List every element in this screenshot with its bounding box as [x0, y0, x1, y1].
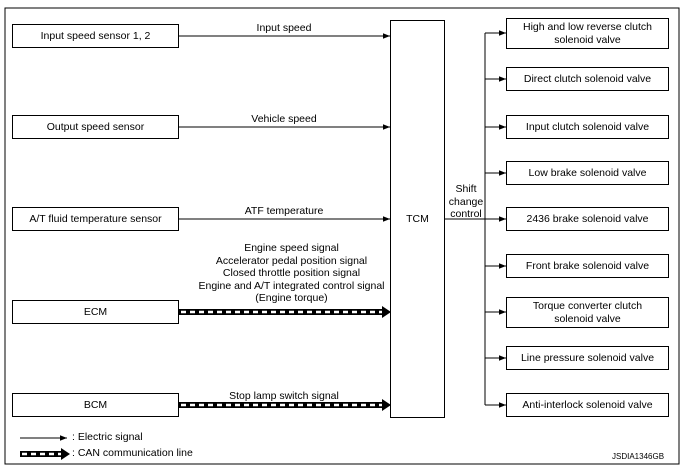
ecm-can-arrow — [179, 306, 391, 318]
shift-line-1: Shift — [455, 183, 477, 195]
front-brake-label: Front brake solenoid valve — [525, 259, 650, 272]
line-pressure-label: Line pressure solenoid valve — [520, 351, 655, 364]
legend-can-label: : CAN communication line — [72, 447, 193, 459]
front-brake-box: Front brake solenoid valve — [506, 254, 669, 278]
atf-temp-sensor-box: A/T fluid temperature sensor — [12, 207, 179, 231]
bcm-label: BCM — [83, 398, 108, 411]
legend-electric-label: : Electric signal — [72, 431, 143, 443]
ecm-signal-line-4: Engine and A/T integrated control signal — [198, 279, 385, 292]
brake-2436-label: 2436 brake solenoid valve — [526, 212, 649, 225]
anti-interlock-box: Anti-interlock solenoid valve — [506, 393, 669, 417]
shift-change-control-label: Shift change control — [446, 183, 486, 221]
bcm-can-arrow — [179, 399, 391, 411]
line-pressure-box: Line pressure solenoid valve — [506, 346, 669, 370]
tcm-label: TCM — [406, 212, 429, 225]
stop-lamp-signal-label: Stop lamp switch signal — [229, 390, 339, 402]
ecm-signal-line-3: Closed throttle position signal — [222, 267, 361, 279]
input-speed-sensor-label: Input speed sensor 1, 2 — [40, 29, 151, 42]
anti-interlock-label: Anti-interlock solenoid valve — [522, 398, 653, 411]
direct-clutch-label: Direct clutch solenoid valve — [523, 72, 652, 85]
input-speed-signal-label: Input speed — [256, 22, 312, 34]
shift-line-2: change — [448, 195, 484, 208]
high-low-reverse-clutch-box: High and low reverse clutch solenoid val… — [506, 18, 669, 49]
torque-converter-clutch-label: Torque converter clutch solenoid valve — [532, 299, 643, 325]
legend-can-symbol — [20, 448, 70, 460]
ecm-signal-line-1: Engine speed signal — [244, 242, 339, 254]
direct-clutch-box: Direct clutch solenoid valve — [506, 67, 669, 91]
output-speed-sensor-box: Output speed sensor — [12, 115, 179, 139]
vehicle-speed-signal-label: Vehicle speed — [251, 113, 317, 125]
ecm-label: ECM — [83, 305, 108, 318]
input-speed-sensor-box: Input speed sensor 1, 2 — [12, 24, 179, 48]
ecm-signal-line-5: (Engine torque) — [255, 292, 328, 304]
input-clutch-label: Input clutch solenoid valve — [525, 120, 650, 133]
input-clutch-box: Input clutch solenoid valve — [506, 115, 669, 139]
low-brake-box: Low brake solenoid valve — [506, 161, 669, 185]
low-brake-label: Low brake solenoid valve — [528, 166, 647, 179]
bcm-box: BCM — [12, 393, 179, 417]
brake-2436-box: 2436 brake solenoid valve — [506, 207, 669, 231]
atf-temperature-signal-label: ATF temperature — [244, 205, 324, 217]
ecm-signal-labels: Engine speed signal Accelerator pedal po… — [179, 242, 404, 305]
high-low-reverse-clutch-label: High and low reverse clutch solenoid val… — [523, 20, 652, 46]
shift-line-3: control — [450, 208, 482, 220]
output-speed-sensor-label: Output speed sensor — [46, 120, 145, 133]
ecm-box: ECM — [12, 300, 179, 324]
frame — [4, 7, 680, 465]
atf-temp-sensor-label: A/T fluid temperature sensor — [29, 212, 162, 225]
tcm-box: TCM — [390, 20, 445, 418]
figure-code: JSDIA1346GB — [612, 452, 665, 461]
torque-converter-clutch-box: Torque converter clutch solenoid valve — [506, 297, 669, 328]
ecm-signal-line-2: Accelerator pedal position signal — [215, 254, 368, 267]
